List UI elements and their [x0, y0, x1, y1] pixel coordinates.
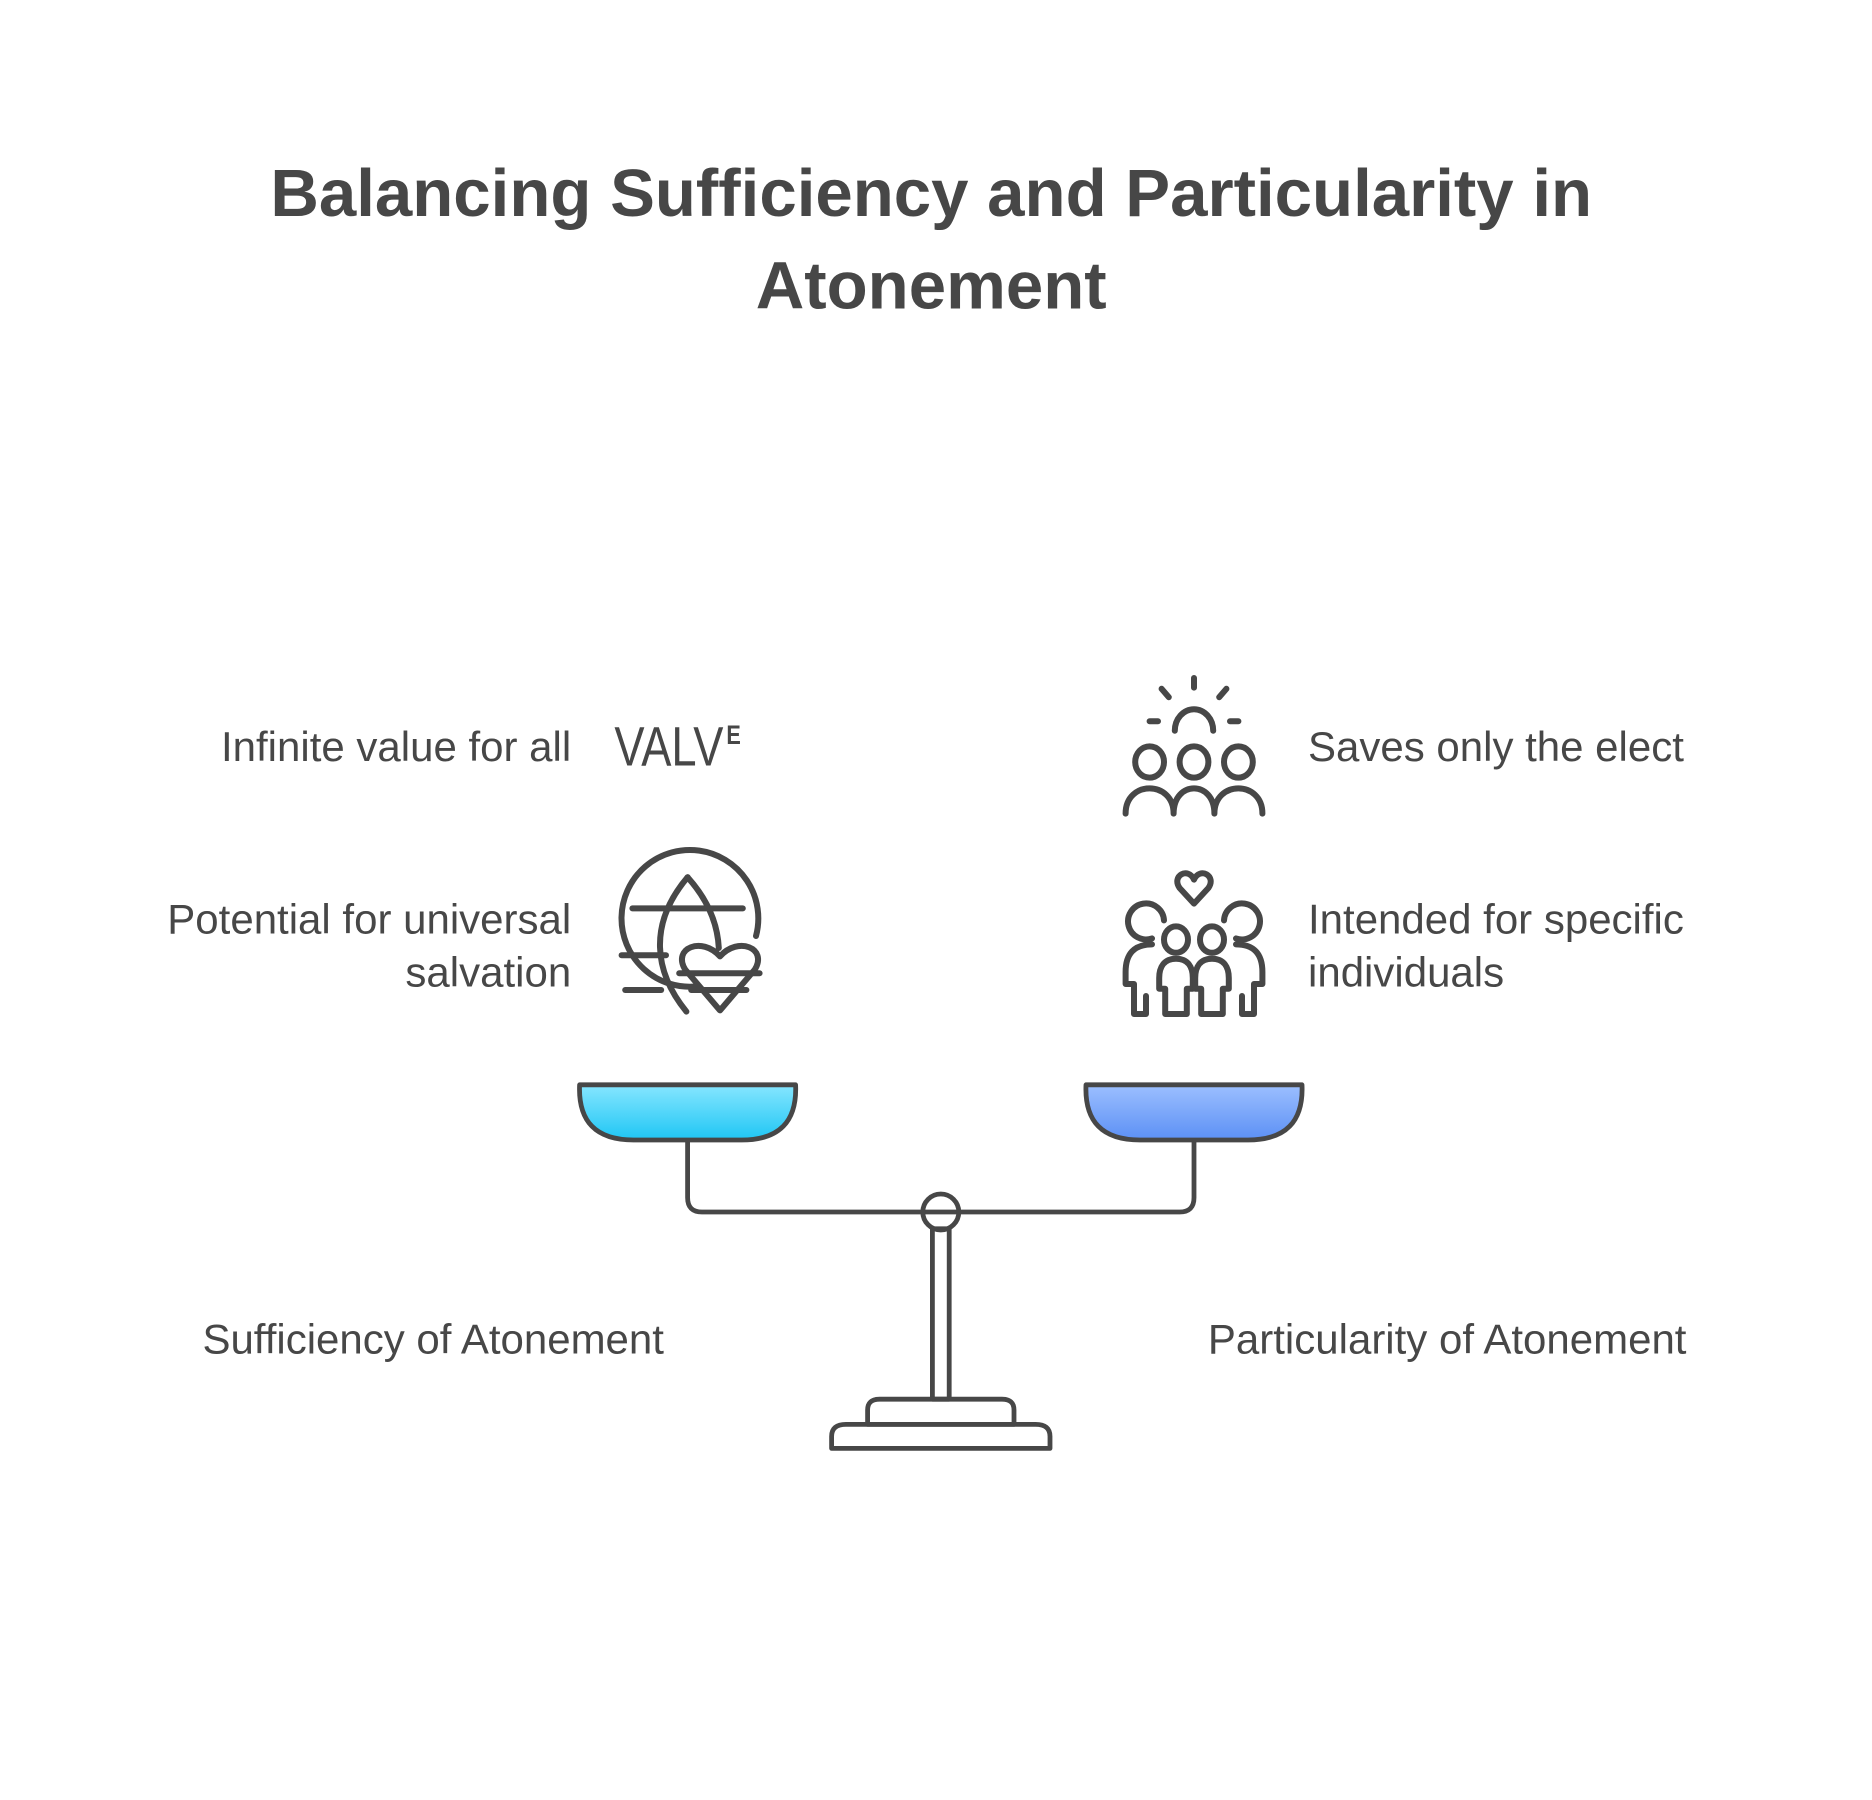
- valve-logo-sup: E: [726, 721, 740, 751]
- specific-individuals-label-2: individuals: [1308, 948, 1504, 995]
- balance-pivot: [920, 1191, 962, 1233]
- family-heart-icon: [1122, 870, 1266, 1017]
- balance-scale: [577, 1082, 1305, 1451]
- sufficiency-heading: Sufficiency of Atonement: [202, 1316, 664, 1363]
- title-line-2: Atonement: [756, 248, 1107, 323]
- universal-salvation-label-2: salvation: [405, 948, 571, 995]
- infinite-value-label: Infinite value for all: [221, 723, 571, 770]
- left-pan: [577, 1082, 799, 1143]
- title-line-1: Balancing Sufficiency and Particularity …: [270, 156, 1592, 231]
- balance-base-top: [865, 1396, 1017, 1427]
- saves-elect-label: Saves only the elect: [1308, 723, 1684, 770]
- particularity-heading: Particularity of Atonement: [1208, 1316, 1687, 1363]
- universal-salvation-label-1: Potential for universal: [167, 896, 571, 943]
- globe-heart-icon: [618, 847, 763, 1015]
- specific-individuals-label-1: Intended for specific: [1308, 896, 1684, 943]
- balance-post: [930, 1226, 952, 1402]
- balance-base-bottom: [829, 1421, 1053, 1451]
- right-pan: [1083, 1082, 1305, 1143]
- people-group-sun-icon: [1122, 675, 1266, 817]
- balance-beam: [685, 1140, 1197, 1215]
- valve-logo-text: VALV: [614, 715, 723, 777]
